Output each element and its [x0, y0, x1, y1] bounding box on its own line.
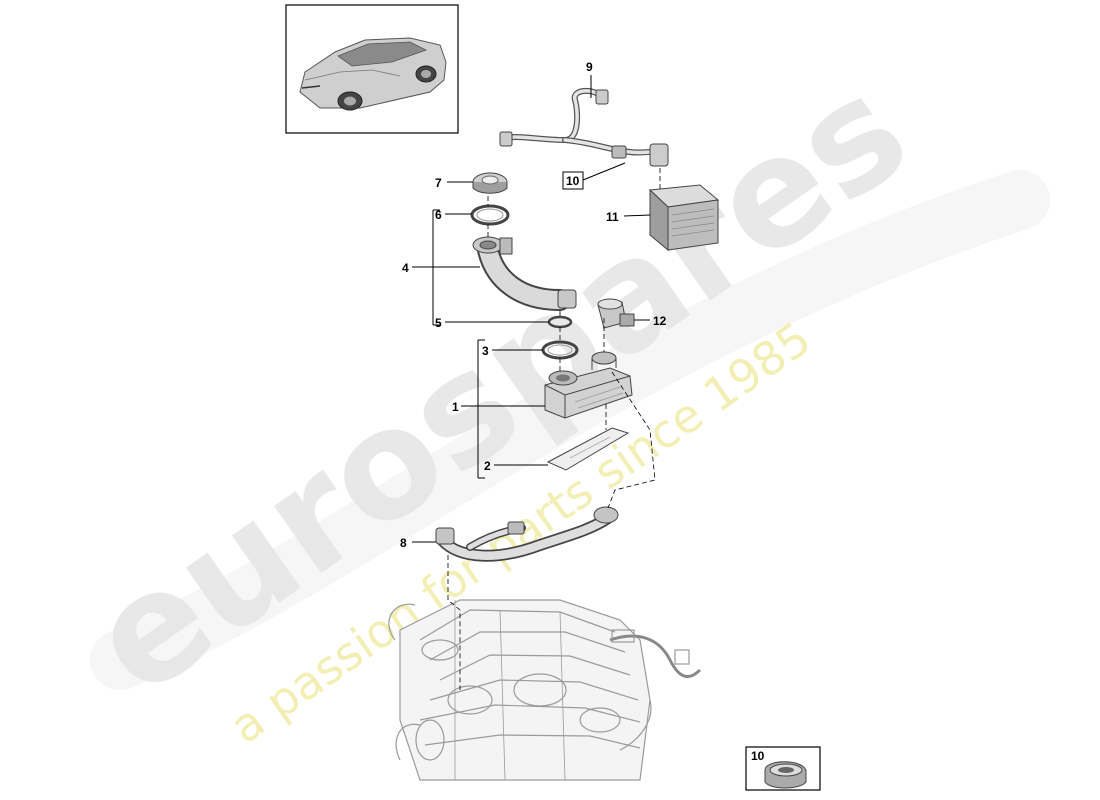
leader-lines: [412, 75, 651, 543]
callout-6: 6: [435, 208, 442, 222]
callout-2: 2: [484, 459, 491, 473]
part-11-module: [648, 184, 720, 252]
part-12-sensor: [597, 298, 635, 329]
part-4-pipe: [472, 236, 577, 311]
callout-10-box: [562, 171, 584, 190]
callout-7: 7: [435, 176, 442, 190]
callout-12: 12: [653, 314, 667, 328]
callout-labels: 9 10 11 7 6 4 5 12 3 1 2 8: [400, 60, 667, 550]
car-thumbnail: [285, 4, 459, 134]
part-8-pipe: [435, 506, 619, 562]
engine-block-icon: [388, 599, 702, 781]
part-2-gasket: [546, 427, 630, 471]
callout-10: 10: [566, 174, 580, 188]
detail-inset-label: 10: [751, 749, 765, 763]
callout-3: 3: [482, 344, 489, 358]
part-6-seal: [470, 204, 510, 226]
callout-8: 8: [400, 536, 407, 550]
part-7-cap: [472, 172, 508, 194]
dashed-connectors: [447, 168, 661, 690]
detail-inset: 10: [745, 746, 821, 791]
callout-5: 5: [435, 316, 442, 330]
car-thumbnail-icon: [299, 37, 447, 111]
part-9-harness: [499, 87, 669, 167]
callout-4: 4: [402, 261, 409, 275]
part-1-housing: [544, 351, 633, 419]
callout-9: 9: [586, 60, 593, 74]
callout-1: 1: [452, 400, 459, 414]
hose-clip-icon: [764, 761, 807, 789]
callout-11: 11: [606, 210, 619, 224]
